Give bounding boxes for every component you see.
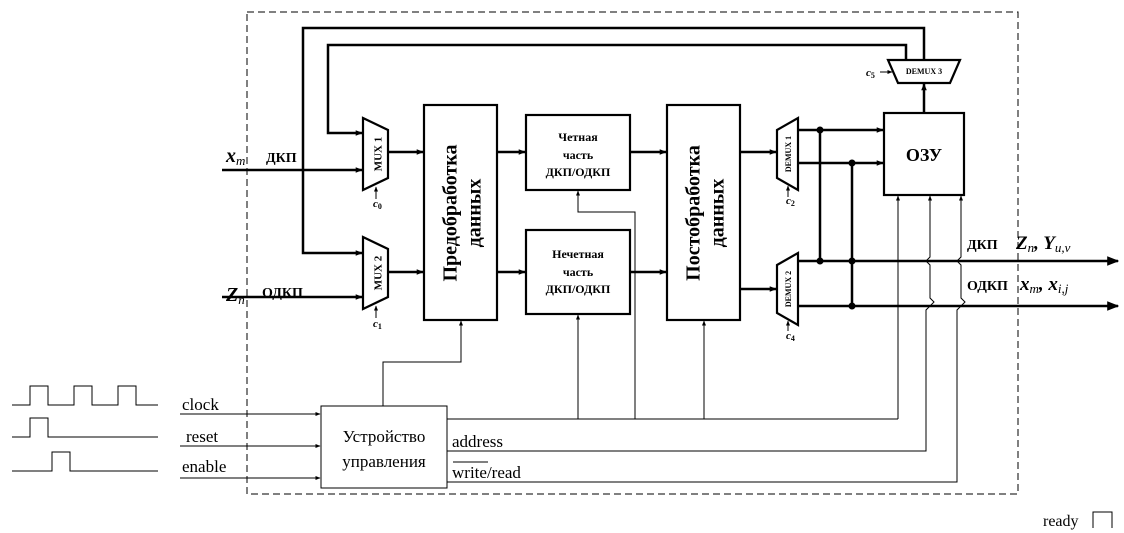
postprocessing-line2: данных [707,179,729,248]
even-part-block: Четная часть ДКП/ОДКП [524,113,632,192]
demux1-label: DEMUX 1 [784,136,793,172]
even-line3: ДКП/ОДКП [546,165,611,179]
reset-waveform [12,417,158,438]
control-line1: Устройство [343,427,426,446]
zn-label: Zn [225,284,245,307]
demux3-label: DEMUX 3 [906,67,942,76]
input-dct-label: ДКП [266,151,297,166]
mux1-label: MUX 1 [373,137,385,172]
junction-4 [848,257,856,265]
enable-label: enable [182,457,226,476]
preprocessing-line2: данных [464,179,486,248]
odd-line1: Нечетная [552,247,604,261]
ctrl-to-even [576,190,636,419]
ready-box [1092,511,1113,528]
mux1-block: MUX 1 [361,116,390,192]
c5-label: c5 [866,67,875,80]
feedback-outer [301,26,926,256]
junction-1 [816,126,824,134]
clock-waveform [12,385,158,406]
ram-block: ОЗУ [882,111,966,197]
ram-label: ОЗУ [906,145,942,165]
address-label: address [452,432,503,451]
address-line [447,195,935,452]
demux2-label: DEMUX 2 [784,271,793,307]
junction-2 [848,159,856,167]
odd-part-block: Нечетная часть ДКП/ОДКП [524,228,632,316]
demux3-block: DEMUX 3 [886,58,962,85]
output-idct-label: ОДКП [967,279,1008,294]
write-read-line [447,195,966,483]
c1-label: c1 [373,318,382,331]
postprocessing-line1: Постобработка [683,145,705,281]
output1-values: Zn, Yu,v [1015,233,1071,255]
system-boundary [246,11,1019,495]
odd-line3: ДКП/ОДКП [546,282,611,296]
preprocessing-block: Предобработка данных [422,103,499,322]
preprocessing-line1: Предобработка [440,144,462,281]
mux2-block: MUX 2 [361,235,390,311]
odd-line2: часть [563,265,594,279]
control-line2: управления [342,452,426,471]
c0-label: c0 [373,198,382,211]
junction-3 [816,257,824,265]
feedback-inner [326,43,908,136]
mux2-label: MUX 2 [373,255,385,290]
control-unit-block: Устройство управления [320,405,448,489]
c4-label: c4 [786,330,795,343]
output-dct-label: ДКП [967,238,998,253]
reset-label: reset [186,427,218,446]
ready-label: ready [1043,513,1079,530]
c2-label: c2 [786,195,795,208]
clock-label: clock [182,395,219,414]
even-line2: часть [563,148,594,162]
postprocessing-block: Постобработка данных [665,103,742,322]
write-read-label: write/read [452,463,521,482]
demux2-block: DEMUX 2 [775,251,800,327]
even-line1: Четная [558,130,598,144]
ctrl-to-pre [382,320,463,406]
output2-values: xm, xi,j [1019,274,1069,296]
demux1-block: DEMUX 1 [775,116,800,192]
enable-waveform [12,451,158,472]
xm-label: xm [225,145,245,168]
input-idct-label: ОДКП [262,286,303,301]
junction-5 [848,302,856,310]
